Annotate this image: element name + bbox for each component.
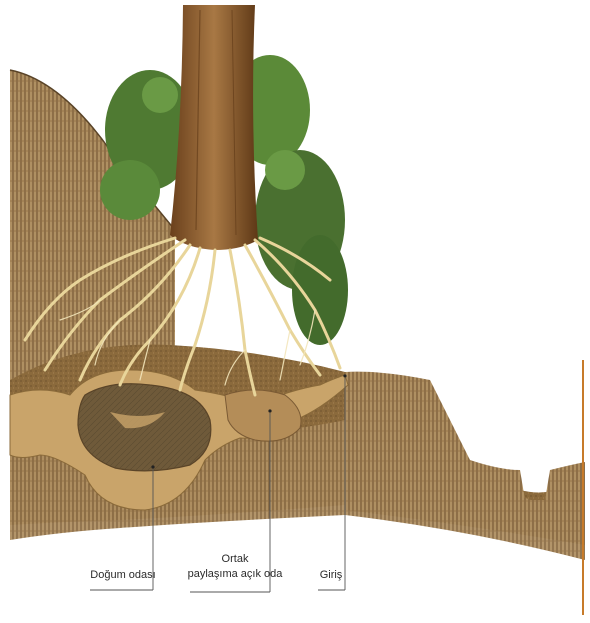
label-shared-chamber-line2: paylaşıma açık oda — [181, 568, 289, 581]
label-entrance: Giriş — [316, 569, 346, 582]
label-birth-chamber: Doğum odası — [86, 569, 160, 582]
label-shared-chamber-line1: Ortak — [205, 553, 265, 566]
tree-icon — [170, 5, 258, 250]
birth-chamber — [78, 384, 211, 471]
